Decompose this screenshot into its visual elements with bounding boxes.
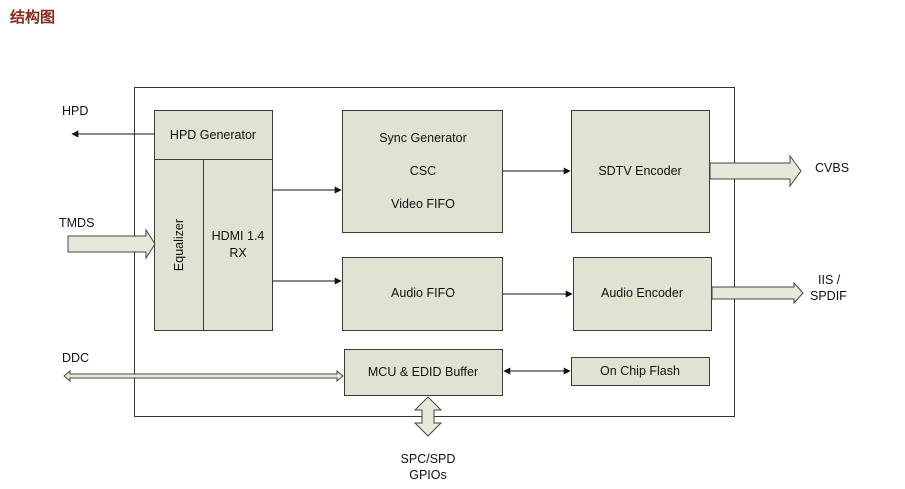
hpd-generator-label: HPD Generator [170,128,256,142]
tmds-bus-arrow [67,228,156,260]
spc-spd-signal-label: SPC/SPD [401,452,456,466]
on-chip-flash-block [571,357,710,386]
video-fifo-label: Video FIFO [391,197,455,211]
mcu-edid-label: MCU & EDID Buffer [368,365,478,379]
ddc-signal-label: DDC [62,351,89,365]
iis-spdif-bus-arrow [711,281,804,305]
on-chip-flash-label: On Chip Flash [600,364,680,378]
hdmi-rx-block [203,159,273,331]
tmds-signal-label: TMDS [59,216,94,230]
gpios-signal-label: GPIOs [409,468,447,482]
video-path-block [342,110,503,233]
sdtv-encoder-block [571,110,710,233]
spdif-signal-label: SPDIF [810,289,847,303]
audio-fifo-block [342,257,503,331]
cvbs-bus-arrow [709,154,802,188]
equalizer-label: Equalizer [172,219,186,271]
mcu-edid-block [344,349,503,396]
cvbs-signal-label: CVBS [815,161,849,175]
iis-signal-label: IIS / [818,273,841,287]
sdtv-encoder-label: SDTV Encoder [598,164,681,178]
audio-fifo-label: Audio FIFO [391,286,455,300]
spc-spd-bus-arrow [413,396,443,437]
page-title: 结构图 [10,8,56,26]
sync-generator-label: Sync Generator [379,131,467,145]
hdmi-rx-label-line1: HDMI 1.4 [212,229,265,243]
audio-encoder-block [573,257,712,331]
hdmi-rx-label-line2: RX [229,246,247,260]
hpd-signal-label: HPD [62,104,88,118]
ddc-bus-arrow [63,369,344,383]
csc-label: CSC [410,164,436,178]
audio-encoder-label: Audio Encoder [601,286,683,300]
